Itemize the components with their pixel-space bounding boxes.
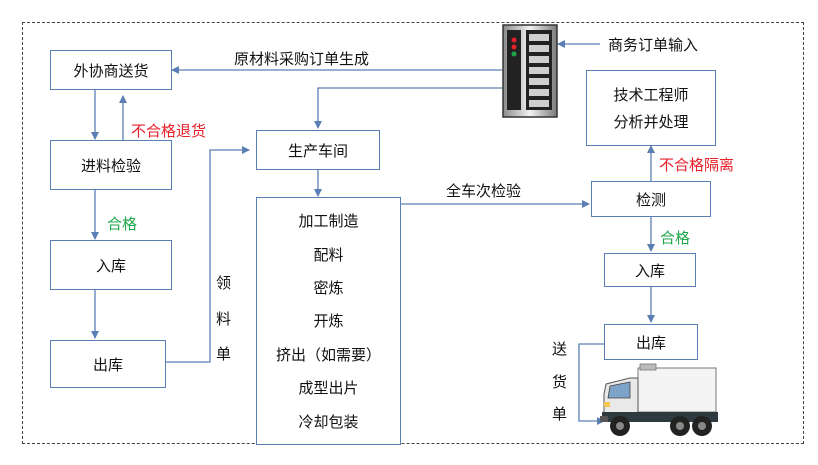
engineer-label-line1: 技术工程师 bbox=[613, 86, 689, 104]
delivery-note-char: 单 bbox=[552, 405, 568, 423]
incoming-inspection-box: 进料检验 bbox=[50, 140, 172, 190]
requisition-char: 料 bbox=[216, 309, 232, 328]
full-batch-test-label: 全车次检验 bbox=[446, 182, 522, 200]
engineer-label-line2: 分析并处理 bbox=[613, 113, 689, 131]
store-in-box-1: 入库 bbox=[50, 240, 172, 290]
truck-icon bbox=[600, 362, 718, 438]
store-out-box-1: 出库 bbox=[50, 340, 166, 388]
incoming-inspection-label: 进料检验 bbox=[80, 156, 141, 175]
requisition-char: 领 bbox=[216, 274, 232, 292]
reject-return-label: 不合格退货 bbox=[131, 122, 207, 140]
arrow-requisition bbox=[166, 146, 250, 363]
testing-box: 检测 bbox=[591, 181, 711, 217]
reject-isolate-label: 不合格隔离 bbox=[659, 156, 735, 174]
pass-label-1: 合格 bbox=[107, 215, 138, 233]
pass-label-2: 合格 bbox=[660, 229, 691, 247]
process-step: 加工制造 bbox=[298, 212, 359, 231]
delivery-note-char: 货 bbox=[552, 372, 568, 391]
diagram-frame bbox=[22, 22, 804, 444]
order-input-label: 商务订单输入 bbox=[608, 36, 699, 54]
supplier-delivery-label: 外协商送货 bbox=[73, 61, 149, 80]
workshop-label: 生产车间 bbox=[287, 141, 348, 160]
arrow-server-to-workshop bbox=[314, 87, 502, 129]
process-step: 密炼 bbox=[313, 279, 344, 298]
supplier-delivery-box: 外协商送货 bbox=[50, 50, 172, 90]
store-out-box-2: 出库 bbox=[604, 324, 698, 360]
delivery-note-label: 送 货 单 bbox=[552, 338, 567, 424]
workshop-box: 生产车间 bbox=[256, 130, 380, 170]
engineer-box: 技术工程师 分析并处理 bbox=[586, 70, 716, 146]
process-steps-box: 加工制造 配料 密炼 开炼 挤出（如需要） 成型出片 冷却包装 bbox=[256, 197, 401, 445]
server-icon bbox=[502, 24, 558, 118]
process-step: 挤出（如需要） bbox=[275, 345, 381, 364]
process-step: 成型出片 bbox=[298, 379, 359, 398]
process-step: 冷却包装 bbox=[298, 412, 359, 431]
store-out-label-1: 出库 bbox=[92, 355, 123, 374]
delivery-note-char: 送 bbox=[552, 340, 568, 358]
arrow-delivery bbox=[578, 343, 605, 425]
requisition-char: 单 bbox=[216, 345, 232, 363]
store-in-label-1: 入库 bbox=[95, 256, 126, 275]
store-out-label-2: 出库 bbox=[635, 333, 666, 352]
process-step: 配料 bbox=[313, 245, 344, 264]
store-in-label-2: 入库 bbox=[634, 261, 665, 280]
requisition-label: 领 料 单 bbox=[216, 272, 231, 364]
purchase-order-label: 原材料采购订单生成 bbox=[234, 50, 370, 68]
store-in-box-2: 入库 bbox=[604, 253, 696, 287]
testing-label: 检测 bbox=[635, 190, 666, 209]
process-step: 开炼 bbox=[313, 312, 344, 331]
